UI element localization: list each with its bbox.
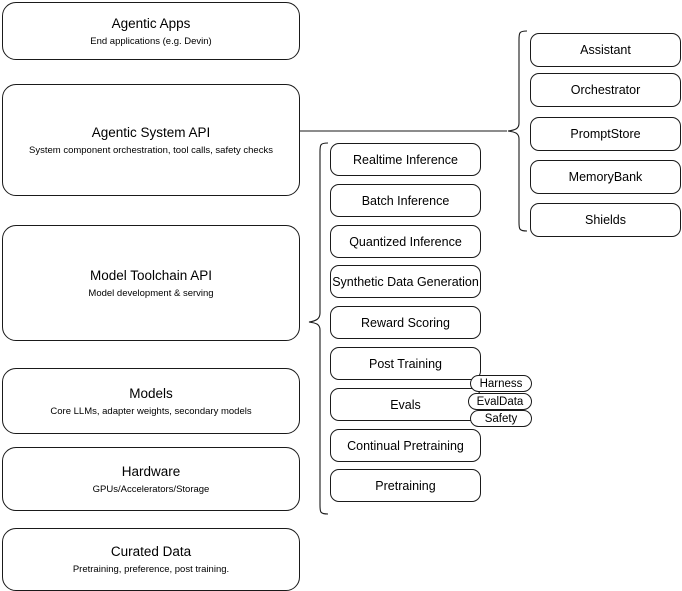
layer-agentic-apps[interactable]: Agentic Apps End applications (e.g. Devi…	[2, 2, 300, 60]
component-label: Orchestrator	[570, 83, 641, 97]
layer-subtitle: Pretraining, preference, post training.	[72, 564, 230, 575]
component-label: PromptStore	[570, 127, 641, 141]
component-label: Post Training	[369, 356, 442, 371]
badge-label: Safety	[484, 412, 518, 425]
component-batch-inference[interactable]: Batch Inference	[330, 184, 481, 217]
layer-subtitle: Model development & serving	[88, 287, 214, 299]
component-label: Continual Pretraining	[347, 438, 464, 453]
component-label: Assistant	[580, 43, 631, 57]
component-label: Shields	[585, 213, 626, 227]
layer-title: Agentic Apps	[111, 15, 191, 31]
component-realtime-inference[interactable]: Realtime Inference	[330, 143, 481, 176]
layer-title: Agentic System API	[91, 124, 211, 140]
component-orchestrator[interactable]: Orchestrator	[530, 73, 681, 107]
badge-label: Harness	[479, 377, 523, 390]
component-memorybank[interactable]: MemoryBank	[530, 160, 681, 194]
bracket-system-components	[507, 30, 528, 232]
layer-title: Curated Data	[110, 544, 192, 559]
component-shields[interactable]: Shields	[530, 203, 681, 237]
component-label: Evals	[390, 397, 421, 412]
component-label: Realtime Inference	[353, 152, 458, 167]
layer-models[interactable]: Models Core LLMs, adapter weights, secon…	[2, 368, 300, 434]
badge-label: EvalData	[476, 395, 524, 408]
component-reward-scoring[interactable]: Reward Scoring	[330, 306, 481, 339]
component-label: Synthetic Data Generation	[332, 274, 479, 289]
component-continual-pretraining[interactable]: Continual Pretraining	[330, 429, 481, 462]
component-post-training[interactable]: Post Training	[330, 347, 481, 380]
badge-harness[interactable]: Harness	[470, 375, 532, 392]
badge-safety[interactable]: Safety	[470, 410, 532, 427]
component-quantized-inference[interactable]: Quantized Inference	[330, 225, 481, 258]
component-label: MemoryBank	[568, 170, 643, 184]
layer-subtitle: GPUs/Accelerators/Storage	[92, 483, 210, 495]
component-pretraining[interactable]: Pretraining	[330, 469, 481, 502]
layer-subtitle: Core LLMs, adapter weights, secondary mo…	[50, 405, 252, 417]
component-promptstore[interactable]: PromptStore	[530, 117, 681, 151]
component-evals[interactable]: Evals	[330, 388, 481, 421]
layer-hardware[interactable]: Hardware GPUs/Accelerators/Storage	[2, 447, 300, 511]
component-label: Reward Scoring	[361, 315, 450, 330]
layer-model-toolchain-api[interactable]: Model Toolchain API Model development & …	[2, 225, 300, 341]
layer-title: Model Toolchain API	[89, 267, 213, 283]
layer-subtitle: System component orchestration, tool cal…	[29, 144, 273, 156]
component-label: Quantized Inference	[349, 234, 462, 249]
component-synthetic-data-generation[interactable]: Synthetic Data Generation	[330, 265, 481, 298]
layer-title: Models	[129, 385, 173, 401]
layer-curated-data[interactable]: Curated Data Pretraining, preference, po…	[2, 528, 300, 591]
layer-title: Hardware	[121, 463, 181, 479]
layer-subtitle: End applications (e.g. Devin)	[90, 35, 212, 47]
bracket-toolchain-components	[308, 142, 329, 515]
layer-agentic-system-api[interactable]: Agentic System API System component orch…	[2, 84, 300, 196]
component-label: Batch Inference	[361, 193, 450, 208]
component-assistant[interactable]: Assistant	[530, 33, 681, 67]
badge-evaldata[interactable]: EvalData	[468, 393, 532, 410]
component-label: Pretraining	[375, 478, 436, 493]
